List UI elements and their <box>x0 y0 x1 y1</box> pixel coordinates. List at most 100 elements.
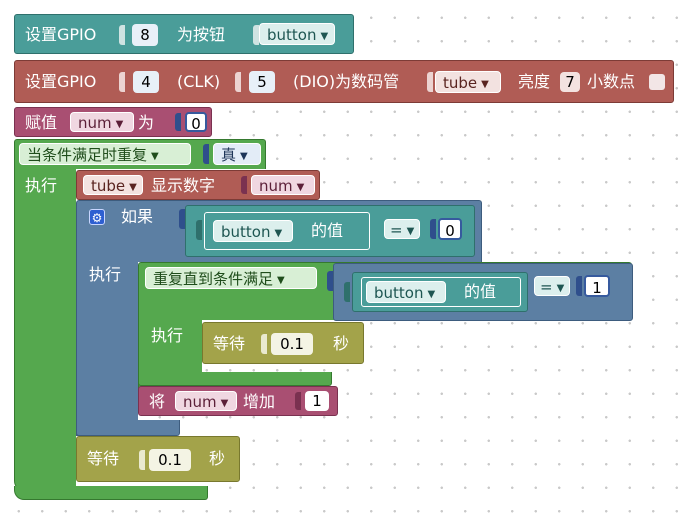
wait-unit-label: 秒 <box>209 449 226 468</box>
dropdown-value: button <box>221 223 271 241</box>
assign-block[interactable]: 赋值 num▼ 为 0 <box>14 107 212 137</box>
gpio-display-label: 设置GPIO <box>25 72 97 91</box>
dropdown-value: 当条件满足时重复 <box>27 146 148 164</box>
loop-mode-dropdown[interactable]: 当条件满足时重复▼ <box>19 143 191 165</box>
if-block-footer <box>76 420 180 436</box>
dropdown-arrow-icon: ▼ <box>220 398 229 409</box>
show-number-block[interactable]: tube▼ 显示数字 num▼ <box>76 170 320 200</box>
if-do-label: 执行 <box>89 265 122 284</box>
dio-label: (DIO)为数码管 <box>293 72 400 91</box>
gpio-display-block[interactable]: 设置GPIO 4 (CLK) 5 (DIO)为数码管 tube▼ 亮度 7 小数… <box>14 60 674 103</box>
compare-value-field[interactable]: 0 <box>438 218 462 240</box>
dropdown-arrow-icon: ▼ <box>406 226 415 237</box>
input-socket <box>327 271 333 291</box>
wait-block[interactable]: 等待 0.1 秒 <box>202 322 364 364</box>
dropdown-value: num <box>183 393 217 411</box>
dropdown-value: tube <box>91 177 126 195</box>
button-reader-block[interactable]: button▼ 的值 <box>352 272 528 312</box>
brightness-field[interactable]: 7 <box>560 72 580 92</box>
button-reader-block[interactable]: button▼ 的值 <box>204 212 370 250</box>
input-socket <box>576 276 582 296</box>
increment-label: 将 <box>149 392 166 411</box>
until-loop-footer <box>138 372 332 386</box>
input-socket <box>241 176 247 194</box>
dropdown-arrow-icon: ▼ <box>556 283 565 294</box>
button-variable-dropdown[interactable]: button▼ <box>259 23 335 45</box>
increment-value-field[interactable]: 1 <box>305 391 329 411</box>
dio-pin-field[interactable]: 5 <box>249 71 275 93</box>
dropdown-arrow-icon: ▼ <box>274 228 283 239</box>
compare-block[interactable]: button▼ 的值 =▼ 1 <box>333 263 633 321</box>
wait-label: 等待 <box>87 449 120 468</box>
operator-dropdown[interactable]: =▼ <box>384 219 420 239</box>
dropdown-arrow-icon: ▼ <box>115 119 124 130</box>
gpio-button-mid-label: 为按钮 <box>177 25 226 44</box>
tube-variable-dropdown[interactable]: tube▼ <box>83 175 143 195</box>
dropdown-arrow-icon: ▼ <box>240 151 248 162</box>
input-socket <box>119 72 125 92</box>
dropdown-arrow-icon: ▼ <box>427 289 436 300</box>
input-socket <box>175 113 181 131</box>
wait-seconds-field[interactable]: 0.1 <box>149 449 191 471</box>
dropdown-value: = <box>540 278 553 296</box>
num-variable-dropdown[interactable]: num▼ <box>175 391 237 411</box>
wait-unit-label: 秒 <box>333 334 350 353</box>
button-variable-dropdown[interactable]: button▼ <box>213 220 293 242</box>
wait-seconds-field[interactable]: 0.1 <box>271 333 313 355</box>
while-loop-footer <box>14 486 208 500</box>
input-socket <box>427 72 433 92</box>
button-reader-inner: button▼ 的值 <box>361 277 521 307</box>
input-socket <box>139 450 145 470</box>
num-variable-dropdown[interactable]: num▼ <box>70 112 134 132</box>
dropdown-arrow-icon: ▼ <box>151 151 159 162</box>
dropdown-value: button <box>374 284 424 302</box>
input-socket <box>295 392 301 410</box>
decimal-point-label: 小数点 <box>587 72 636 91</box>
input-socket <box>344 282 350 302</box>
gpio-button-pin-field[interactable]: 8 <box>132 24 158 46</box>
condition-true-dropdown[interactable]: 真▼ <box>213 143 261 165</box>
clk-pin-field[interactable]: 4 <box>133 71 159 93</box>
increment-block[interactable]: 将 num▼ 增加 1 <box>138 386 338 416</box>
input-socket <box>119 25 125 45</box>
increment-mid-label: 增加 <box>243 392 276 411</box>
dropdown-arrow-icon: ▼ <box>129 182 137 193</box>
dropdown-value: = <box>390 221 403 239</box>
input-socket <box>203 144 209 164</box>
until-loop-block[interactable]: 重复直到条件满足▼ button▼ 的值 =▼ 1 <box>138 262 633 321</box>
gear-icon[interactable]: ⚙ <box>89 209 105 225</box>
while-loop-block[interactable]: 当条件满足时重复▼ 真▼ <box>14 139 266 169</box>
brightness-label: 亮度 <box>518 72 551 91</box>
loop-mode-dropdown[interactable]: 重复直到条件满足▼ <box>145 267 317 289</box>
gpio-button-label: 设置GPIO <box>25 25 97 44</box>
if-block[interactable]: ⚙ 如果 button▼ 的值 =▼ 0 <box>76 200 482 262</box>
gpio-button-block[interactable]: 设置GPIO 8 为按钮 button▼ <box>14 14 354 54</box>
compare-block[interactable]: button▼ 的值 =▼ 0 <box>185 205 475 257</box>
dropdown-arrow-icon: ▼ <box>481 79 489 90</box>
value-suffix-label: 的值 <box>311 221 344 240</box>
until-do-label: 执行 <box>151 326 184 345</box>
decimal-point-checkbox[interactable] <box>649 74 665 90</box>
dropdown-value: 重复直到条件满足 <box>153 270 274 288</box>
compare-value-field[interactable]: 1 <box>584 275 610 297</box>
wait-block[interactable]: 等待 0.1 秒 <box>76 436 240 482</box>
assign-value-field[interactable]: 0 <box>185 112 207 133</box>
dropdown-value: 真 <box>221 146 237 164</box>
while-do-label: 执行 <box>25 176 58 195</box>
dropdown-value: num <box>259 177 293 195</box>
tube-variable-dropdown[interactable]: tube▼ <box>435 71 501 93</box>
assign-mid-label: 为 <box>138 113 155 132</box>
input-socket <box>235 72 241 92</box>
input-socket <box>196 220 202 240</box>
dropdown-arrow-icon: ▼ <box>320 31 329 42</box>
num-variable-dropdown[interactable]: num▼ <box>251 175 315 195</box>
wait-label: 等待 <box>213 334 246 353</box>
input-socket <box>253 25 259 45</box>
show-number-label: 显示数字 <box>151 176 216 195</box>
button-variable-dropdown[interactable]: button▼ <box>366 281 446 303</box>
input-socket <box>430 219 436 239</box>
if-block-spine: 执行 <box>76 261 138 436</box>
clk-label: (CLK) <box>177 72 221 91</box>
operator-dropdown[interactable]: =▼ <box>534 276 570 296</box>
dropdown-arrow-icon: ▼ <box>277 275 285 286</box>
